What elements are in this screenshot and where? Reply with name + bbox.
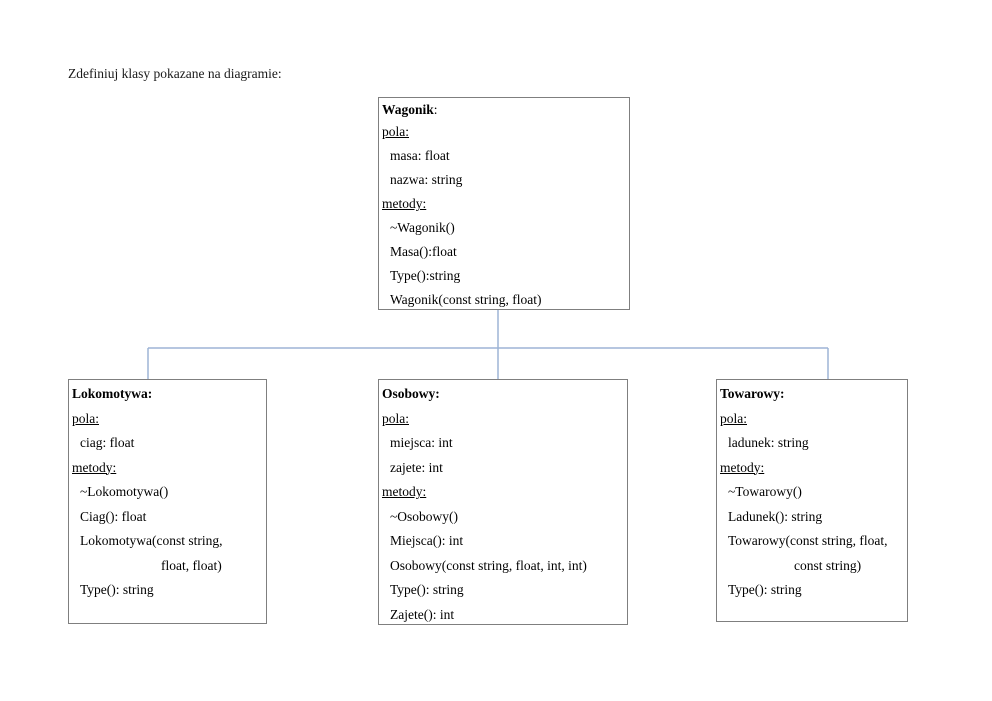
method-line: Osobowy(const string, float, int, int) <box>390 557 587 573</box>
class-box-wagonik: Wagonik: pola: masa: float nazwa: string… <box>378 97 630 310</box>
class-box-lokomotywa: Lokomotywa: pola: ciag: float metody: ~L… <box>68 379 267 624</box>
field-line: ciag: float <box>80 435 135 450</box>
field-line: nazwa: string <box>390 172 463 187</box>
method-line: Type():string <box>390 268 461 283</box>
methods-section-header: metody: <box>382 196 427 211</box>
fields-section-header: pola: <box>72 410 99 426</box>
method-line: Zajete(): int <box>390 606 455 622</box>
page-title: Zdefiniuj klasy pokazane na diagramie: <box>68 66 282 81</box>
field-line: masa: float <box>390 148 450 163</box>
method-line: ~Towarowy() <box>728 484 802 499</box>
method-line-continuation: float, float) <box>161 557 222 573</box>
class-box-towarowy: Towarowy: pola: ladunek: string metody: … <box>716 379 908 622</box>
methods-section-header: metody: <box>720 459 765 475</box>
method-line: Ciag(): float <box>80 508 147 524</box>
fields-section-header: pola: <box>720 410 747 426</box>
class-name: Wagonik <box>382 102 434 117</box>
class-title: Lokomotywa: <box>72 386 153 401</box>
field-line: miejsca: int <box>390 435 453 450</box>
method-line: Lokomotywa(const string, <box>80 533 223 548</box>
class-box-osobowy: Osobowy: pola: miejsca: int zajete: int … <box>378 379 628 625</box>
method-line: Miejsca(): int <box>390 533 464 548</box>
method-line-continuation: const string) <box>794 557 862 573</box>
class-title: Osobowy: <box>382 386 440 401</box>
method-line: ~Wagonik() <box>390 220 455 235</box>
method-line: Type(): string <box>80 582 154 597</box>
fields-section-header: pola: <box>382 410 409 426</box>
methods-section-header: metody: <box>382 484 427 499</box>
method-line: Type(): string <box>728 582 802 597</box>
field-line: ladunek: string <box>728 435 809 450</box>
class-title: Towarowy: <box>720 386 785 401</box>
class-title-colon: : <box>433 102 438 117</box>
field-line: zajete: int <box>390 459 443 475</box>
method-line: Towarowy(const string, float, <box>728 533 888 548</box>
methods-section-header: metody: <box>72 459 117 475</box>
method-line: ~Lokomotywa() <box>80 484 169 499</box>
method-line: ~Osobowy() <box>390 508 459 524</box>
method-line: Ladunek(): string <box>728 508 823 524</box>
method-line: Wagonik(const string, float) <box>390 292 542 307</box>
class-title: Wagonik: <box>379 100 629 120</box>
method-line: Masa():float <box>390 244 457 259</box>
fields-section-header: pola: <box>382 124 409 139</box>
method-line: Type(): string <box>390 582 464 597</box>
